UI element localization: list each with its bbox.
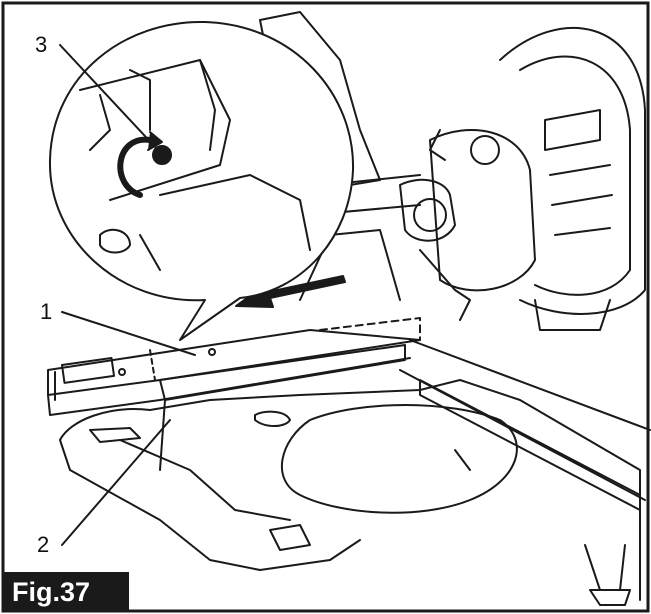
turn-base: [399, 339, 651, 591]
blade-guard: [499, 26, 646, 331]
callout-3-number: 3: [35, 32, 47, 57]
motor-handle: [399, 129, 536, 321]
callout-2-leader: [61, 419, 171, 546]
adjust-knob: [589, 589, 631, 606]
figure-label: Fig.37: [3, 572, 129, 612]
callout-1-number: 1: [40, 299, 52, 324]
rotate-arrow-icon: [117, 136, 153, 198]
callout-2-number: 2: [37, 532, 49, 557]
detail-bubble: [48, 20, 355, 341]
callout-3-leader: [59, 44, 159, 151]
saw-base: [59, 379, 641, 601]
guide-fence: [149, 317, 421, 471]
callout-1-leader: [61, 311, 196, 356]
